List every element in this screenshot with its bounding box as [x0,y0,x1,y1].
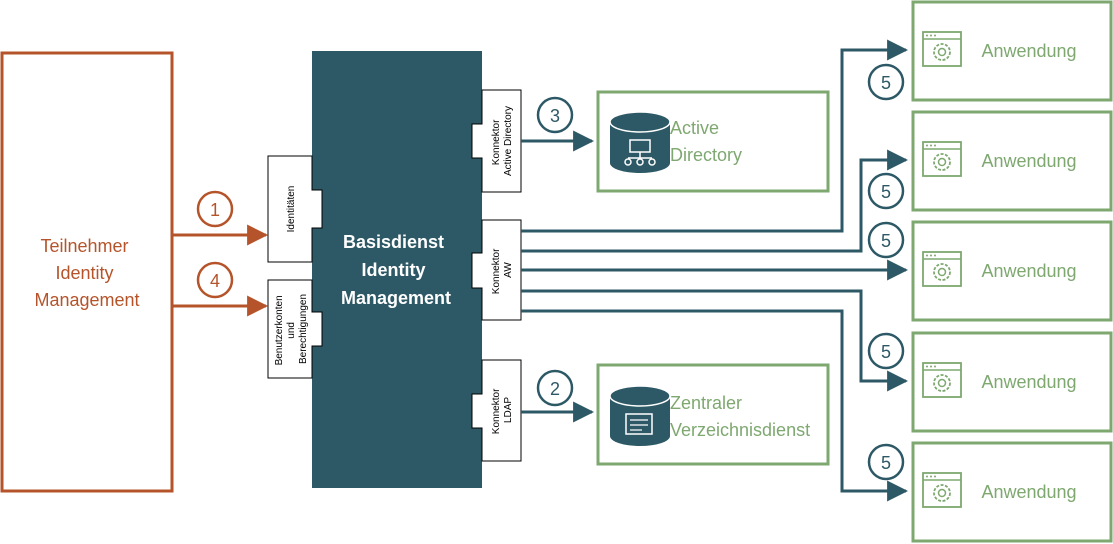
svg-text:1: 1 [210,200,220,220]
application-label: Anwendung [981,151,1076,171]
participant-box: Teilnehmer Identity Management [0,51,174,493]
ldap-label-2: Verzeichnisdienst [670,420,810,440]
app-window-gear-icon [922,251,962,287]
database-document-icon [609,385,671,446]
arrow-to-app-4 [521,289,909,392]
svg-text:Identitäten: Identitäten [286,186,297,233]
application-box-2: Anwendung [911,110,1113,212]
arrow-to-app-5 [521,309,909,502]
svg-text:5: 5 [881,231,891,251]
svg-text:Active Directory: Active Directory [670,118,742,165]
svg-text:5: 5 [881,342,891,362]
app-window-gear-icon [922,141,962,177]
arrow-to-app-1 [521,39,909,233]
step-5-badge: 5 [867,443,905,481]
step-5-badge: 5 [867,63,905,101]
participant-label-1: Teilnehmer [40,236,128,256]
core-service: Basisdienst Identity Management [312,51,482,488]
step-3-badge: 3 [536,96,574,134]
svg-text:Konnektor AW: Konnektor AW [491,246,514,294]
svg-text:Konnektor LDAP: Konnektor LDAP [491,386,514,434]
step-5-badge: 5 [867,221,905,259]
svg-text:Benutzerkonten und: Benutzerkonten und Berechtigungen [274,293,309,366]
ad-label-2: Directory [670,145,742,165]
step-4-badge: 4 [196,261,234,299]
application-box-5: Anwendung [911,441,1113,543]
app-window-gear-icon [922,31,962,67]
participant-label-2: Identity [55,263,113,283]
connector-ldap: Konnektor LDAP [471,359,522,462]
ad-label-1: Active [670,118,719,138]
svg-text:3: 3 [550,106,560,126]
database-network-icon [609,111,671,173]
connector-active-directory: Konnektor Active Directory [471,89,522,193]
ldap-label-1: Zentraler [670,393,742,413]
application-box-4: Anwendung [911,331,1113,433]
core-label-3: Management [341,288,451,308]
application-label: Anwendung [981,41,1076,61]
svg-text:Konnektor Active Direc: Konnektor Active Directory [491,106,514,176]
svg-text:2: 2 [550,379,560,399]
svg-text:Teilnehmer Identity: Teilnehmer Identity Management [34,236,139,310]
core-label-1: Basisdienst [343,232,444,252]
application-label: Anwendung [981,261,1076,281]
step-5-badge: 5 [867,172,905,210]
step-5-badge: 5 [867,332,905,370]
application-box-3: Anwendung [911,220,1113,322]
app-window-gear-icon [922,362,962,398]
svg-text:5: 5 [881,182,891,202]
svg-text:4: 4 [210,271,220,291]
port-identities: Identitäten [267,155,323,263]
core-label-2: Identity [361,260,425,280]
connector-aw: Konnektor AW [471,219,522,321]
svg-text:5: 5 [881,73,891,93]
app-window-gear-icon [922,472,962,508]
svg-text:Zentraler Verzeichnisdie: Zentraler Verzeichnisdienst [670,393,810,440]
port-accounts: Benutzerkonten und Berechtigungen [267,279,323,379]
target-active-directory: Active Directory [596,90,830,193]
svg-text:Basisdienst Identity: Basisdienst Identity Management [341,232,451,308]
application-box-1: Anwendung [911,0,1113,102]
arrow-to-app-2 [521,149,909,253]
target-directory-service: Zentraler Verzeichnisdienst [596,363,830,466]
svg-text:5: 5 [881,453,891,473]
step-2-badge: 2 [536,369,574,407]
step-1-badge: 1 [196,190,234,228]
application-label: Anwendung [981,482,1076,502]
application-label: Anwendung [981,372,1076,392]
participant-label-3: Management [34,290,139,310]
